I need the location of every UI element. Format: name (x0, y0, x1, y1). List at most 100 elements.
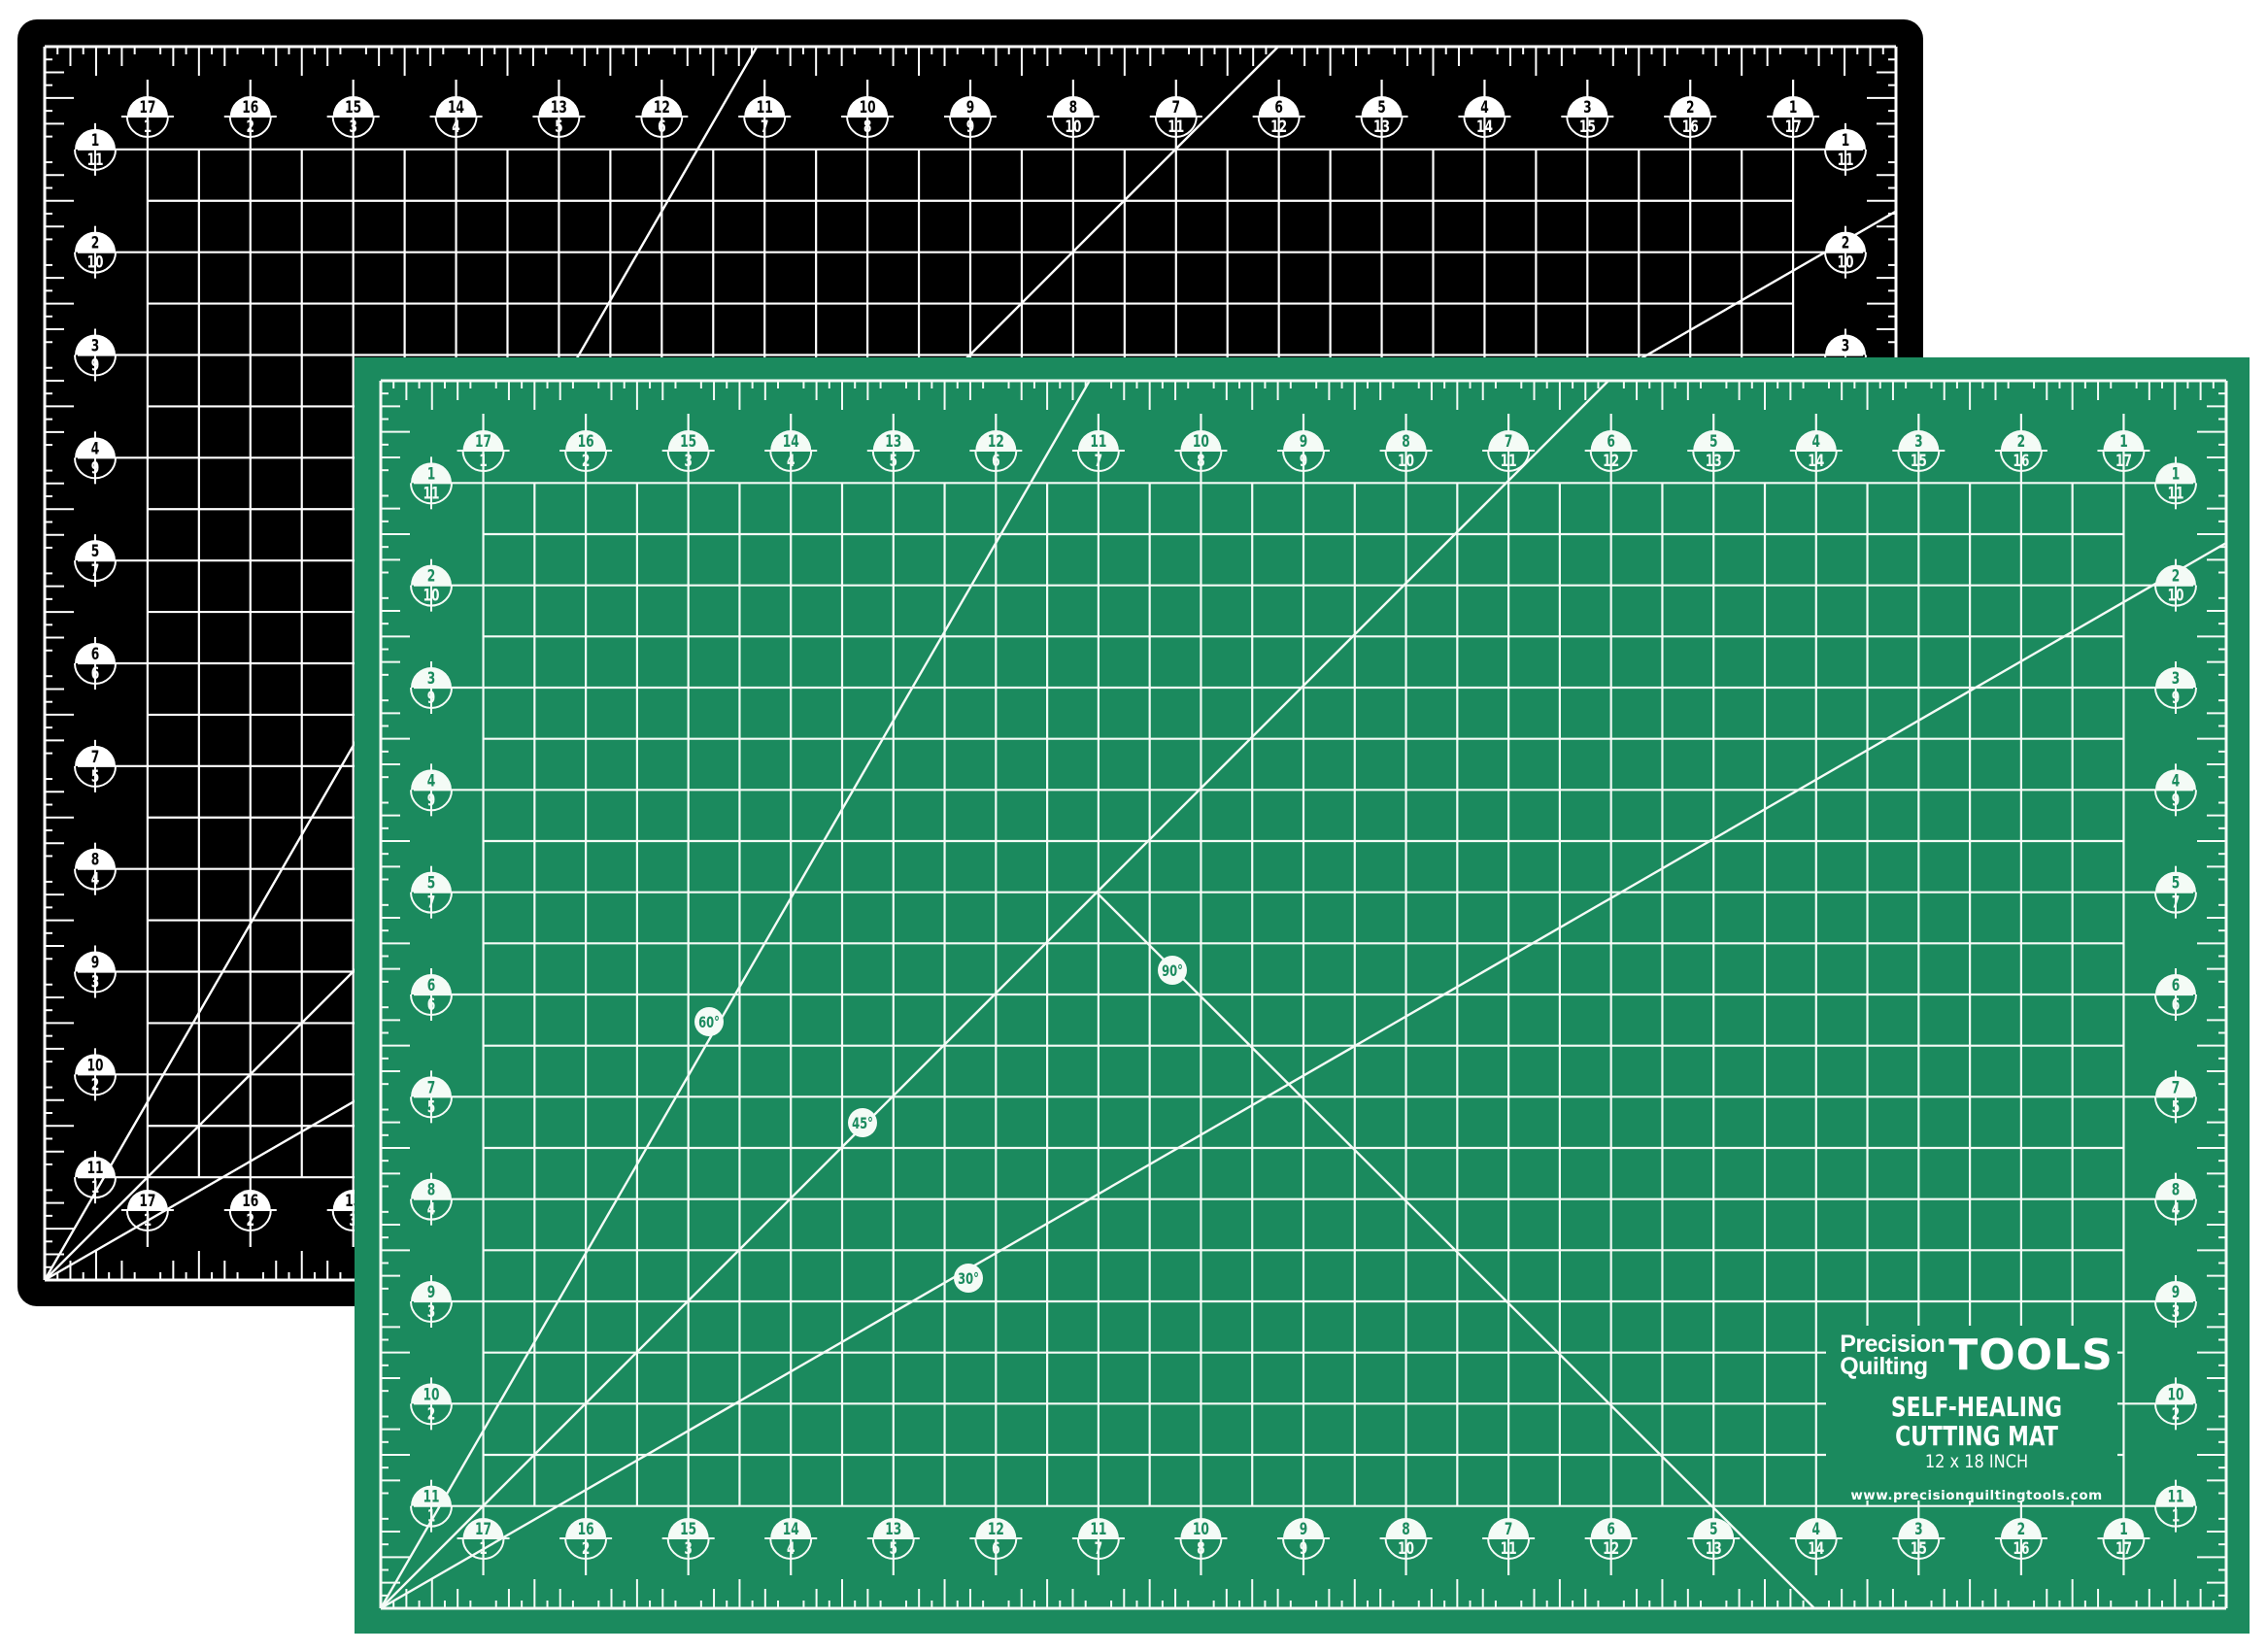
svg-text:1: 1 (479, 452, 488, 471)
svg-text:2: 2 (2017, 1520, 2026, 1539)
ruler-number-badge: 126 (635, 96, 689, 138)
svg-text:7: 7 (761, 118, 769, 137)
ruler-number-badge: 210 (1824, 225, 1867, 279)
svg-text:13: 13 (885, 432, 901, 452)
svg-text:5: 5 (427, 1097, 436, 1117)
svg-text:1: 1 (427, 1506, 436, 1526)
svg-text:16: 16 (578, 1520, 594, 1539)
angle-badge: 60° (694, 1007, 724, 1036)
svg-text:6: 6 (1607, 432, 1615, 452)
ruler-number-badge: 49 (410, 763, 453, 817)
svg-text:6: 6 (1607, 1520, 1615, 1539)
svg-text:2: 2 (582, 452, 591, 471)
svg-text:9: 9 (1300, 1520, 1308, 1539)
svg-text:14: 14 (448, 98, 464, 118)
ruler-number-badge: 111 (74, 122, 117, 176)
svg-text:11: 11 (1090, 432, 1106, 452)
svg-text:10: 10 (86, 253, 103, 272)
ruler-number-badge: 39 (2154, 661, 2197, 714)
ruler-number-badge: 75 (410, 1070, 453, 1124)
ruler-number-badge: 84 (2154, 1172, 2197, 1226)
ruler-number-badge: 153 (661, 430, 715, 472)
svg-text:1: 1 (427, 464, 436, 484)
svg-text:2: 2 (91, 233, 100, 253)
svg-text:12: 12 (654, 98, 670, 118)
svg-text:4: 4 (91, 439, 100, 458)
svg-text:1: 1 (1789, 98, 1798, 118)
svg-text:9: 9 (2172, 1283, 2181, 1302)
angle-badge: 90° (1158, 956, 1187, 985)
ruler-number-badge: 135 (866, 430, 920, 472)
svg-text:3: 3 (1583, 98, 1592, 118)
svg-text:17: 17 (2115, 452, 2132, 471)
svg-text:10: 10 (1398, 1539, 1414, 1559)
svg-text:3: 3 (427, 1302, 436, 1322)
svg-text:4: 4 (2172, 771, 2181, 791)
ruler-number-badge: 39 (410, 661, 453, 714)
ruler-number-badge: 99 (1277, 1518, 1330, 1560)
svg-text:8: 8 (1197, 1539, 1205, 1559)
svg-text:2: 2 (2172, 566, 2181, 586)
svg-text:10: 10 (1398, 452, 1414, 471)
svg-text:12: 12 (988, 432, 1004, 452)
ruler-number-badge: 108 (1174, 1518, 1228, 1560)
ruler-number-badge: 57 (410, 865, 453, 919)
product-size: 12 x 18 INCH (1924, 1451, 2029, 1472)
ruler-number-badge: 210 (2154, 558, 2197, 612)
ruler-number-badge: 414 (1789, 430, 1843, 472)
logo-wordmark-tools: TOOLS (1948, 1331, 2114, 1380)
svg-text:15: 15 (345, 98, 361, 118)
product-title-line2: CUTTING MAT (1895, 1420, 2058, 1452)
ruler-number-badge: 612 (1252, 96, 1305, 138)
angle-guide-lines (379, 380, 2227, 1610)
svg-text:90°: 90° (1162, 963, 1183, 981)
svg-text:9: 9 (427, 689, 436, 708)
svg-text:17: 17 (139, 98, 155, 118)
ruler-number-badge: 153 (326, 96, 380, 138)
svg-text:10: 10 (860, 98, 876, 118)
svg-text:9: 9 (91, 953, 100, 972)
ruler-number-badge: 414 (1789, 1518, 1843, 1560)
svg-text:15: 15 (680, 432, 696, 452)
svg-text:14: 14 (1808, 1539, 1824, 1559)
svg-text:16: 16 (242, 98, 258, 118)
svg-text:11: 11 (2167, 1487, 2183, 1506)
ruler-number-badge: 216 (1994, 1518, 2047, 1560)
svg-text:7: 7 (2172, 893, 2181, 912)
ruler-number-badge: 711 (1149, 96, 1202, 138)
svg-text:6: 6 (992, 452, 1000, 471)
svg-text:5: 5 (2172, 873, 2181, 893)
ruler-number-badge: 162 (559, 1518, 613, 1560)
svg-text:13: 13 (1706, 1539, 1722, 1559)
svg-text:1: 1 (2172, 1506, 2181, 1526)
ruler-number-badge: 711 (1482, 430, 1536, 472)
svg-text:9: 9 (966, 118, 975, 137)
brand-logo: Precision Quilting TOOLS (1831, 1332, 2122, 1379)
svg-text:4: 4 (427, 1199, 436, 1219)
ruler-number-badge: 171 (120, 1190, 174, 1231)
ruler-number-badge: 75 (2154, 1070, 2197, 1124)
svg-text:15: 15 (1579, 118, 1596, 137)
svg-text:13: 13 (1706, 452, 1722, 471)
svg-text:12: 12 (1603, 452, 1619, 471)
svg-text:2: 2 (247, 118, 255, 137)
ruler-number-badge: 513 (1355, 96, 1408, 138)
ruler-number-badge: 57 (74, 534, 117, 588)
svg-text:2: 2 (1686, 98, 1695, 118)
ruler-number-badge: 210 (74, 225, 117, 279)
ruler-number-badge: 810 (1379, 1518, 1433, 1560)
svg-text:7: 7 (1095, 1539, 1103, 1559)
svg-text:3: 3 (1842, 336, 1850, 355)
ruler-number-badge: 513 (1687, 1518, 1741, 1560)
svg-text:8: 8 (427, 1180, 436, 1199)
ruler-number-badge: 102 (74, 1048, 117, 1101)
svg-text:5: 5 (890, 1539, 898, 1559)
svg-text:7: 7 (91, 561, 100, 581)
svg-text:10: 10 (1193, 1520, 1209, 1539)
svg-text:10: 10 (86, 1056, 103, 1075)
ruler-number-badge: 66 (2154, 968, 2197, 1021)
svg-text:10: 10 (423, 586, 439, 605)
svg-text:2: 2 (247, 1211, 255, 1231)
svg-text:15: 15 (680, 1520, 696, 1539)
svg-text:1: 1 (2119, 1520, 2128, 1539)
